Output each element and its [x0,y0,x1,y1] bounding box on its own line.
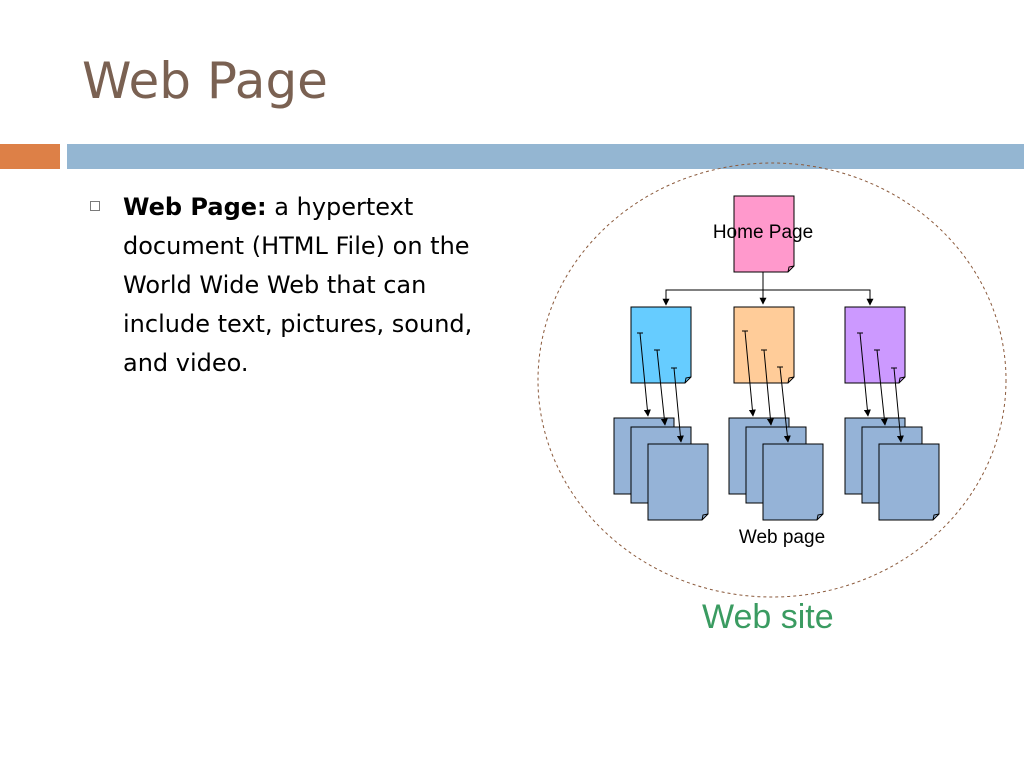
accent-bar-orange [0,144,60,169]
slide-title: Web Page [82,52,328,110]
web-page-label: Web page [739,527,825,548]
leaf-stack-center [728,417,824,521]
leaf-stack-right [844,417,940,521]
level1-document-orange [733,306,795,384]
leaf-stack-left [613,417,709,521]
bullet-term: Web Page [123,193,258,221]
level1-document-blue [630,306,692,384]
home-page-document [733,195,795,273]
bullet-list: Web Page: a hypertext document (HTML Fil… [90,188,500,383]
bullet-definition: a hypertext document (HTML File) on the … [123,193,473,377]
web-site-label: Web site [702,598,834,636]
bullet-colon: : [257,193,267,221]
connector-home-branch [665,289,871,304]
accent-bar-blue [67,144,1024,169]
square-bullet-icon [90,201,100,211]
hyperlink-arrows [637,330,904,443]
website-boundary-circle [537,162,1007,598]
bullet-item: Web Page: a hypertext document (HTML Fil… [90,188,500,383]
bullet-text: Web Page: a hypertext document (HTML Fil… [123,188,500,383]
level1-document-purple [844,306,906,384]
home-page-label: Home Page [713,222,813,243]
